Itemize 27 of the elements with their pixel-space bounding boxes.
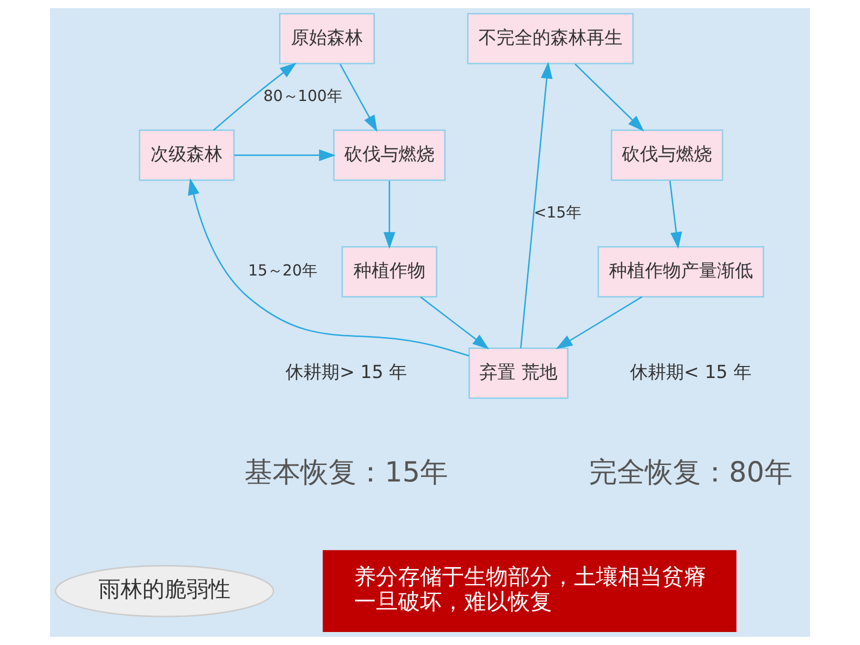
node-box: 砍伐与燃烧: [610, 130, 724, 181]
edge-label: 80～100年: [263, 86, 342, 105]
node-box: 不完全的森林再生: [467, 12, 634, 64]
edge-label: <15年: [534, 203, 581, 222]
node-box: 原始森林: [279, 12, 375, 64]
label: 基本恢复：15年: [244, 455, 448, 488]
edge-label: 15～20年: [248, 262, 317, 280]
arrow: [213, 62, 296, 131]
arrow: [669, 180, 682, 249]
label: 完全恢复：80年: [588, 455, 792, 488]
arrow: [574, 64, 644, 132]
node-box: 弃置 荒地: [468, 347, 568, 399]
node-box: 养分存储于生物部分，土壤相当贫瘠 一旦破坏，难以恢复: [322, 550, 736, 632]
arrow: [556, 296, 642, 350]
arrow: [340, 64, 378, 132]
node-box: 种植作物: [342, 246, 438, 298]
label: 休耕期> 15 年: [286, 362, 408, 383]
arrow: [234, 149, 336, 162]
arrow: [384, 180, 396, 249]
arrow: [520, 62, 553, 348]
label: 休耕期< 15 年: [630, 362, 752, 383]
node-box: 种植作物产量渐低: [598, 246, 764, 298]
node-box: 次级森林: [138, 130, 235, 181]
arrow: [420, 296, 490, 350]
node-box: 砍伐与燃烧: [333, 130, 446, 181]
arrow: [188, 178, 470, 356]
node-ellipse: 雨林的脆弱性: [54, 565, 274, 618]
